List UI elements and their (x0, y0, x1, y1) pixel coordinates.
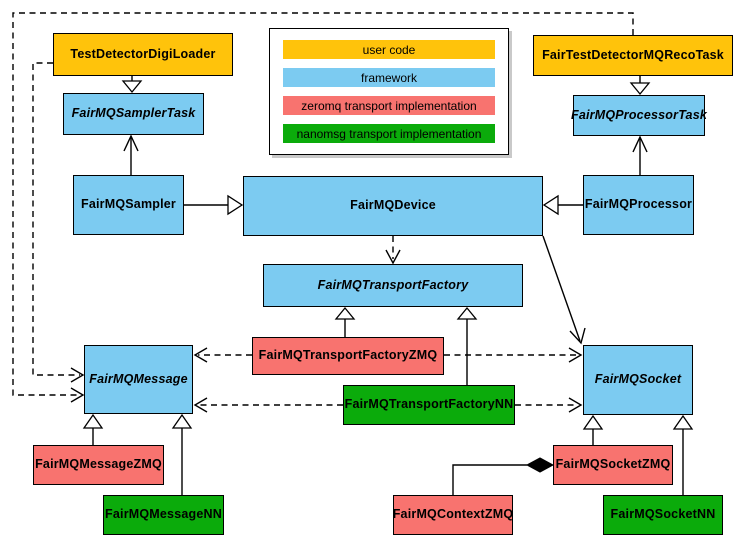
edge-fairmqprocessor-fairmqdevice (542, 194, 583, 216)
edge-fairmqsampler-fairmqdevice (184, 194, 244, 216)
class-box-fairmqsocketzmq: FairMQSocketZMQ (553, 445, 673, 485)
class-label: FairMQDevice (350, 198, 436, 213)
edge-testdetectordigiloader-fairmqsamplertask (121, 76, 143, 94)
class-box-fairmqdevice: FairMQDevice (243, 176, 543, 236)
class-box-testdetectordigiloader: TestDetectorDigiLoader (53, 33, 233, 76)
class-label: FairMQSampler (81, 197, 176, 212)
edge-fairmqtransportfactorynn-fairmqsocket (515, 397, 583, 413)
class-box-fairmqprocessor: FairMQProcessor (583, 175, 694, 235)
edge-fairmqsocketzmq-fairmqsocket (582, 414, 604, 445)
edge-fairmqdevice-fairmqsocket (542, 235, 586, 345)
class-box-fairmqmessage: FairMQMessage (84, 345, 193, 414)
class-label: FairMQContextZMQ (392, 507, 514, 522)
class-label: FairMQSocket (594, 372, 682, 387)
class-box-fairmqsocketnn: FairMQSocketNN (603, 495, 723, 535)
class-label: FairMQSocketZMQ (555, 457, 671, 472)
legend-label: nanomsg transport implementation (296, 126, 482, 141)
edge-fairtestdetectormqrecotask-fairmqprocessortask (629, 76, 651, 96)
edge-fairmqsampler-fairmqsamplertask (123, 134, 139, 175)
edge-testdetectordigiloader-fairmqmessage (32, 62, 85, 383)
class-box-fairmqmessagezmq: FairMQMessageZMQ (33, 445, 164, 485)
class-label: FairMQSamplerTask (71, 106, 196, 121)
class-box-fairmqtransportfactoryzmq: FairMQTransportFactoryZMQ (252, 337, 444, 375)
legend-label: framework (360, 70, 417, 85)
edge-fairmqtransportfactorynn-fairmqtransportfactory (456, 306, 478, 385)
edge-fairtestdetectormqrecotask-fairmqmessage (12, 12, 634, 403)
edge-fairmqprocessor-fairmqprocessortask (632, 135, 648, 175)
legend-item-nanomsg: nanomsg transport implementation (283, 124, 495, 143)
class-label: FairTestDetectorMQRecoTask (542, 47, 724, 62)
edge-fairmqcontextzmq-fairmqsocketzmq (452, 457, 555, 495)
edge-fairmqdevice-fairmqtransportfactory (385, 236, 401, 265)
class-label: FairMQTransportFactory (317, 277, 469, 292)
edge-fairmqtransportfactoryzmq-fairmqmessage (193, 347, 252, 363)
legend-item-framework: framework (283, 68, 495, 87)
edge-fairmqsocketnn-fairmqsocket (672, 414, 694, 495)
class-label: TestDetectorDigiLoader (70, 46, 216, 61)
legend-label: zeromq transport implementation (301, 98, 477, 113)
class-label: FairMQProcessorTask (570, 107, 708, 122)
edge-fairmqmessagezmq-fairmqmessage (82, 413, 104, 445)
class-box-fairmqmessagenn: FairMQMessageNN (103, 495, 224, 535)
legend-label: user code (362, 42, 416, 57)
class-box-fairmqsampler: FairMQSampler (73, 175, 184, 235)
class-box-fairmqsamplertask: FairMQSamplerTask (63, 93, 204, 135)
edge-fairmqtransportfactoryzmq-fairmqtransportfactory (334, 306, 356, 337)
class-label: FairMQTransportFactoryNN (344, 397, 514, 412)
class-box-fairmqtransportfactory: FairMQTransportFactory (263, 264, 523, 307)
class-box-fairmqcontextzmq: FairMQContextZMQ (393, 495, 513, 535)
class-label: FairMQSocketNN (610, 507, 716, 522)
edge-fairmqtransportfactorynn-fairmqmessage (193, 397, 343, 413)
class-label: FairMQMessage (89, 371, 188, 386)
class-box-fairmqtransportfactorynn: FairMQTransportFactoryNN (343, 385, 515, 425)
class-box-fairmqprocessortask: FairMQProcessorTask (570, 95, 708, 136)
legend-box: user code framework zeromq transport imp… (269, 28, 509, 155)
class-label: FairMQMessageNN (105, 507, 222, 522)
class-label: FairMQProcessor (584, 197, 693, 212)
legend-item-zeromq: zeromq transport implementation (283, 96, 495, 115)
class-label: FairMQTransportFactoryZMQ (258, 348, 438, 363)
edge-fairmqmessagenn-fairmqmessage (171, 413, 193, 495)
class-label: FairMQMessageZMQ (35, 457, 162, 472)
class-box-fairtestdetectormqrecotask: FairTestDetectorMQRecoTask (533, 35, 733, 76)
legend-item-user-code: user code (283, 40, 495, 59)
class-box-fairmqsocket: FairMQSocket (583, 345, 693, 415)
edge-fairmqtransportfactoryzmq-fairmqsocket (444, 347, 583, 363)
